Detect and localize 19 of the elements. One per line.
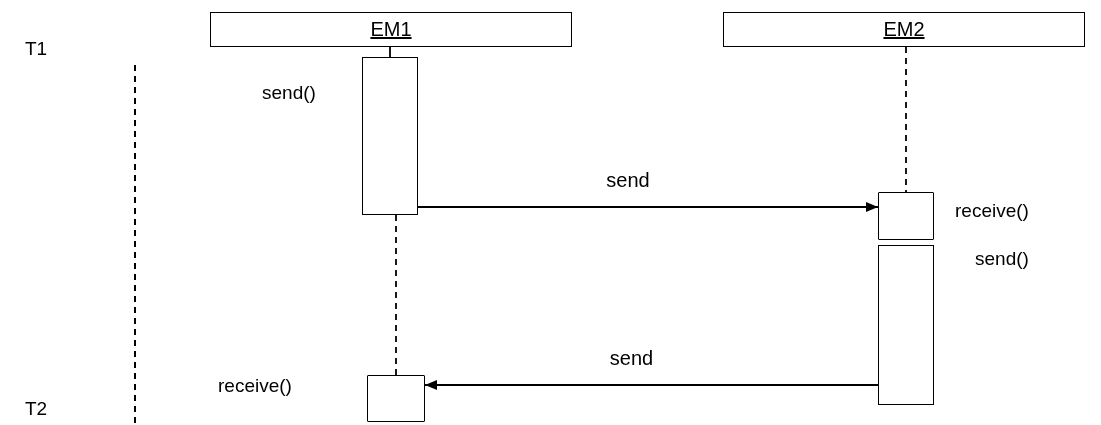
lifeline-header [210, 12, 572, 47]
object-name: EM2 [883, 18, 925, 41]
activation-bar [878, 245, 934, 405]
activation-box [367, 375, 425, 422]
time-label: T1 [25, 38, 48, 60]
method-label: receive() [218, 375, 292, 397]
lifeline [389, 46, 391, 58]
lifeline-header [723, 12, 1085, 47]
activation-box [878, 192, 934, 240]
message-arrow [417, 202, 879, 212]
lifeline [905, 46, 907, 193]
lifeline [395, 214, 397, 376]
method-label: receive() [955, 200, 1029, 222]
activation-bar [362, 57, 418, 215]
object-name: EM1 [370, 18, 412, 41]
message-arrow [424, 380, 879, 390]
method-label: send() [262, 82, 316, 104]
time-label: T2 [25, 398, 48, 420]
method-label: send() [975, 248, 1029, 270]
